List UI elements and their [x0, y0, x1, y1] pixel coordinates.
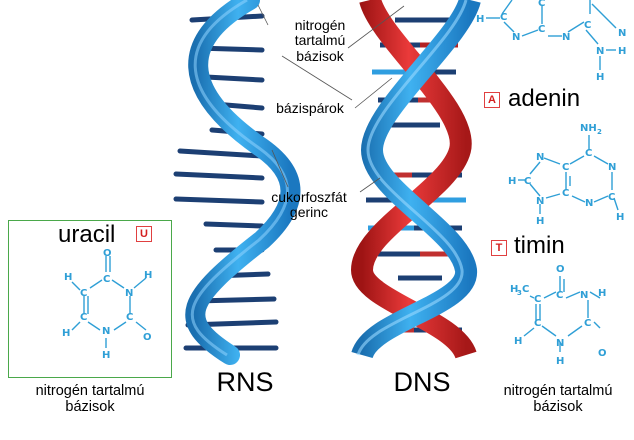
- svg-text:H: H: [476, 14, 484, 25]
- svg-text:C: C: [500, 12, 507, 23]
- caption-right: nitrogén tartalmú bázisok: [484, 384, 632, 416]
- svg-text:H: H: [598, 288, 606, 299]
- label-nitrogen-bases: nitrogén tartalmú bázisok: [275, 18, 365, 64]
- svg-text:C: C: [534, 294, 541, 305]
- svg-text:C: C: [524, 176, 531, 187]
- svg-text:H: H: [618, 46, 626, 57]
- label-sugar-phosphate: cukorfoszfát gerinc: [254, 190, 364, 221]
- thymine-badge: T: [491, 240, 507, 256]
- adenine-partial-structure: [486, 0, 616, 70]
- svg-text:H: H: [596, 72, 604, 83]
- svg-text:C: C: [522, 284, 529, 295]
- svg-text:N: N: [536, 196, 544, 207]
- svg-text:N: N: [580, 290, 588, 301]
- svg-text:N: N: [536, 152, 544, 163]
- svg-text:C: C: [584, 318, 591, 329]
- svg-text:C: C: [562, 162, 569, 173]
- svg-text:2: 2: [597, 128, 602, 136]
- svg-text:C: C: [608, 192, 615, 203]
- svg-text:NH: NH: [580, 123, 597, 134]
- adenine-badge: A: [484, 92, 500, 108]
- svg-text:C: C: [585, 148, 592, 159]
- svg-text:N: N: [512, 32, 520, 43]
- label-dna: DNS: [382, 368, 462, 398]
- svg-text:H: H: [508, 176, 516, 187]
- label-base-pairs: bázispárok: [262, 101, 358, 116]
- svg-text:H: H: [514, 336, 522, 347]
- thymine-name: timin: [514, 233, 565, 259]
- label-rna: RNS: [205, 368, 285, 398]
- svg-text:N: N: [562, 32, 570, 43]
- svg-text:C: C: [538, 24, 545, 35]
- svg-text:H: H: [536, 216, 544, 227]
- svg-text:H: H: [616, 212, 624, 223]
- svg-text:N: N: [585, 198, 593, 209]
- adenine-name: adenin: [508, 86, 580, 112]
- svg-text:O: O: [598, 348, 607, 359]
- svg-text:C: C: [538, 0, 545, 9]
- svg-text:O: O: [556, 264, 565, 275]
- svg-text:N: N: [556, 338, 564, 349]
- adenine-structure: [518, 135, 618, 214]
- svg-text:N: N: [608, 162, 616, 173]
- uracil-badge: U: [136, 226, 152, 242]
- svg-text:H: H: [556, 356, 564, 367]
- svg-text:C: C: [534, 318, 541, 329]
- svg-text:C: C: [556, 290, 563, 301]
- svg-text:C: C: [562, 188, 569, 199]
- svg-text:C: C: [584, 20, 591, 31]
- uracil-name: uracil: [58, 222, 115, 248]
- svg-text:N: N: [618, 28, 626, 39]
- caption-left: nitrogén tartalmú bázisok: [14, 384, 166, 416]
- svg-text:N: N: [596, 46, 604, 57]
